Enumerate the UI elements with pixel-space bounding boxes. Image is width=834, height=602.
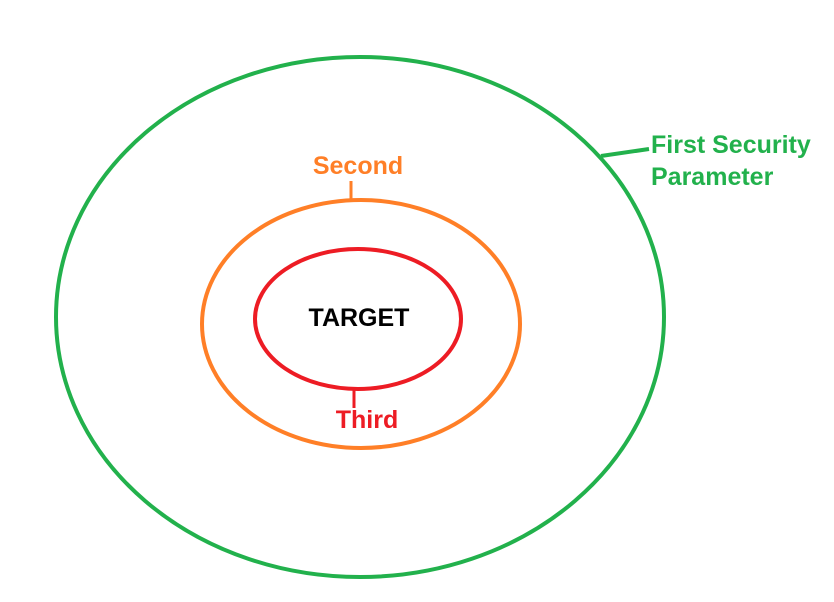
target-label: TARGET <box>309 304 410 332</box>
outer-security-ring <box>54 55 666 579</box>
second-security-ring <box>200 198 522 450</box>
third-label: Third <box>336 406 399 434</box>
third-security-ring <box>253 247 463 391</box>
first-security-leader-line <box>600 147 650 158</box>
first-security-label: First Security Parameter <box>651 131 818 191</box>
first-security-label-line-2: Parameter <box>651 163 774 191</box>
first-security-label-line-1: First Security <box>651 131 811 159</box>
second-label: Second <box>313 152 403 180</box>
